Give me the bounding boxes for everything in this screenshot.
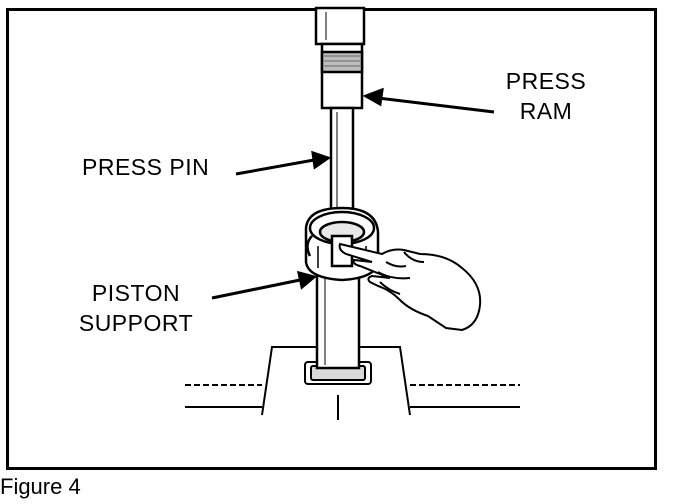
piston-support-label-line-2: SUPPORT	[78, 310, 194, 336]
press-ram-label: PRESS RAM	[503, 66, 589, 126]
press-pin-label: PRESS PIN	[82, 154, 210, 180]
piston-support-label-line-1: PISTON	[91, 280, 181, 306]
hand	[338, 242, 482, 332]
press-ram	[320, 42, 364, 110]
press-pin	[329, 106, 355, 222]
figure-caption: Figure 4	[0, 474, 81, 499]
leader-arrows	[211, 87, 495, 300]
piston-support-tube	[315, 268, 361, 370]
piston-support-label: PISTON SUPPORT	[72, 278, 200, 338]
press-ram-label-line-1: PRESS	[505, 68, 587, 94]
press-ram-label-line-2: RAM	[519, 98, 573, 124]
press-column	[314, 6, 366, 46]
